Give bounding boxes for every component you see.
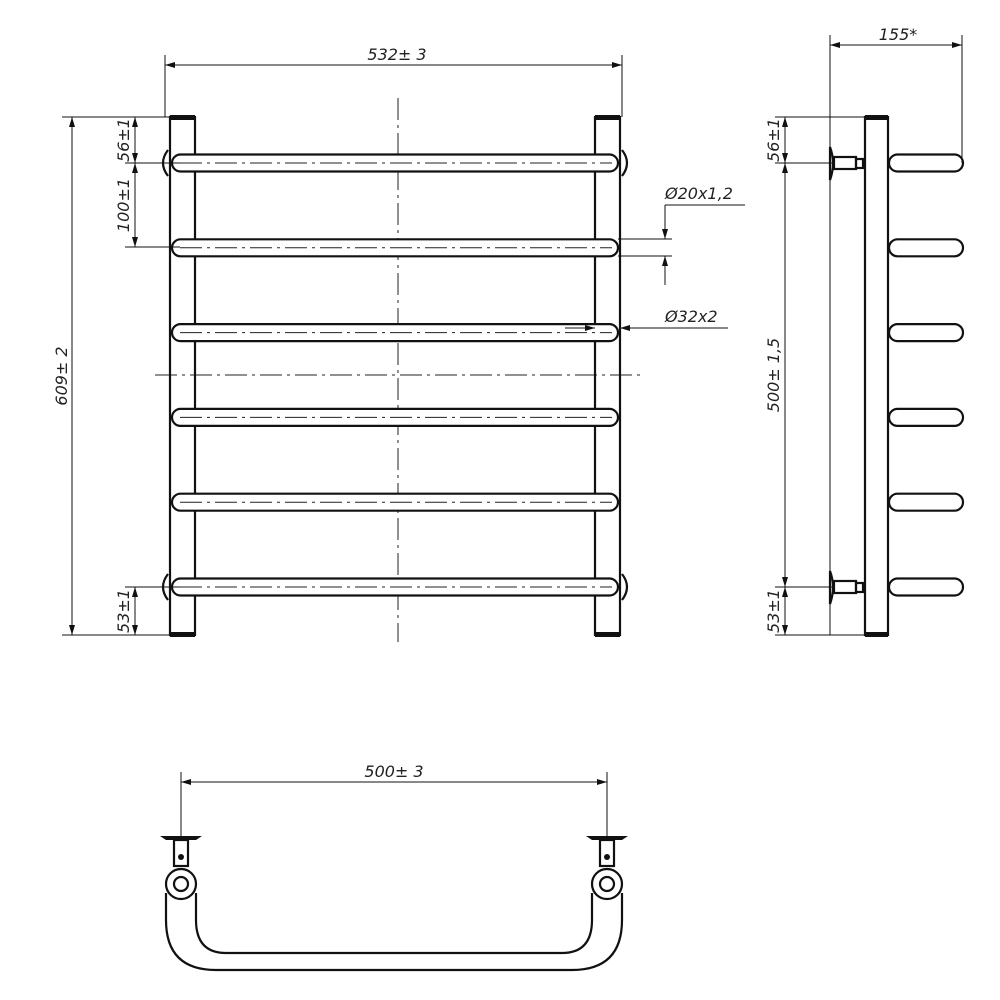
- depth-dimension: 155*: [879, 25, 918, 44]
- side-rung: [887, 323, 965, 343]
- mount-right-bottom: [621, 573, 629, 601]
- side-rung: [887, 407, 965, 427]
- side-post: [863, 115, 890, 637]
- side-rung: [887, 492, 965, 512]
- width-dimension: 532± 3: [367, 45, 426, 64]
- left-mount: [160, 836, 202, 901]
- right-mount: [586, 836, 628, 901]
- side-rung: [887, 577, 965, 597]
- rungs: [170, 153, 620, 597]
- mount-distance-dimension: 500± 1,5: [764, 338, 783, 412]
- bottom-offset-dimension: 53±1: [114, 589, 133, 633]
- side-view: 155* 56±1 500± 1,5 53±1: [764, 25, 965, 637]
- rung-pipe-dimension: Ø20x1,2: [664, 184, 733, 203]
- u-pipe-inner: [194, 893, 594, 955]
- height-dimension: 609± 2: [52, 346, 71, 405]
- mount-width-dimension: 500± 3: [364, 762, 423, 781]
- side-rung: [887, 153, 965, 173]
- right-post-cap: [595, 115, 620, 120]
- left-post-cap: [170, 115, 195, 120]
- side-top-offset-dimension: 56±1: [764, 118, 783, 162]
- bottom-view: 500± 3: [160, 762, 628, 972]
- left-post: [168, 115, 197, 637]
- front-view: 532± 3 609± 2 56±1 100±1 53±1 Ø20x1,2 Ø3…: [52, 45, 745, 642]
- side-rung: [887, 238, 965, 258]
- left-post-bottom-cap: [170, 632, 195, 637]
- top-offset-dimension: 56±1: [114, 118, 133, 162]
- u-pipe-outer: [164, 893, 624, 972]
- side-bottom-offset-dimension: 53±1: [764, 589, 783, 633]
- post-pipe-dimension: Ø32x2: [664, 307, 718, 326]
- right-post: [593, 115, 622, 637]
- rung-spacing-dimension: 100±1: [114, 178, 133, 232]
- right-post-bottom-cap: [595, 632, 620, 637]
- side-rungs: [887, 153, 965, 597]
- mount-right-top: [621, 149, 629, 177]
